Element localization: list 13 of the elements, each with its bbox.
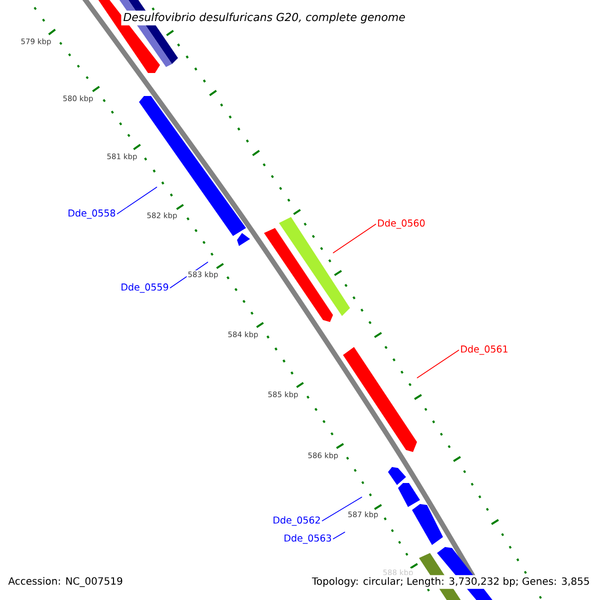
- leader-line: [116, 186, 158, 214]
- gene-label: Dde_0559: [122, 283, 168, 293]
- gene-label: Dde_0560: [378, 219, 425, 229]
- gene-label: Dde_0563: [284, 534, 332, 544]
- accession-text: Accession: NC_007519: [6, 575, 125, 589]
- leader-line: [416, 350, 460, 378]
- gene-label: Dde_0561: [461, 345, 508, 355]
- gene-label: Dde_0558: [68, 209, 116, 219]
- gene-label: Dde_0562: [274, 516, 320, 526]
- leader-line: [332, 224, 376, 254]
- leader-line: [322, 496, 362, 522]
- leader-line: [332, 532, 346, 540]
- genome-title: Desulfovibrio desulfuricans G20, complete genome: [121, 10, 408, 26]
